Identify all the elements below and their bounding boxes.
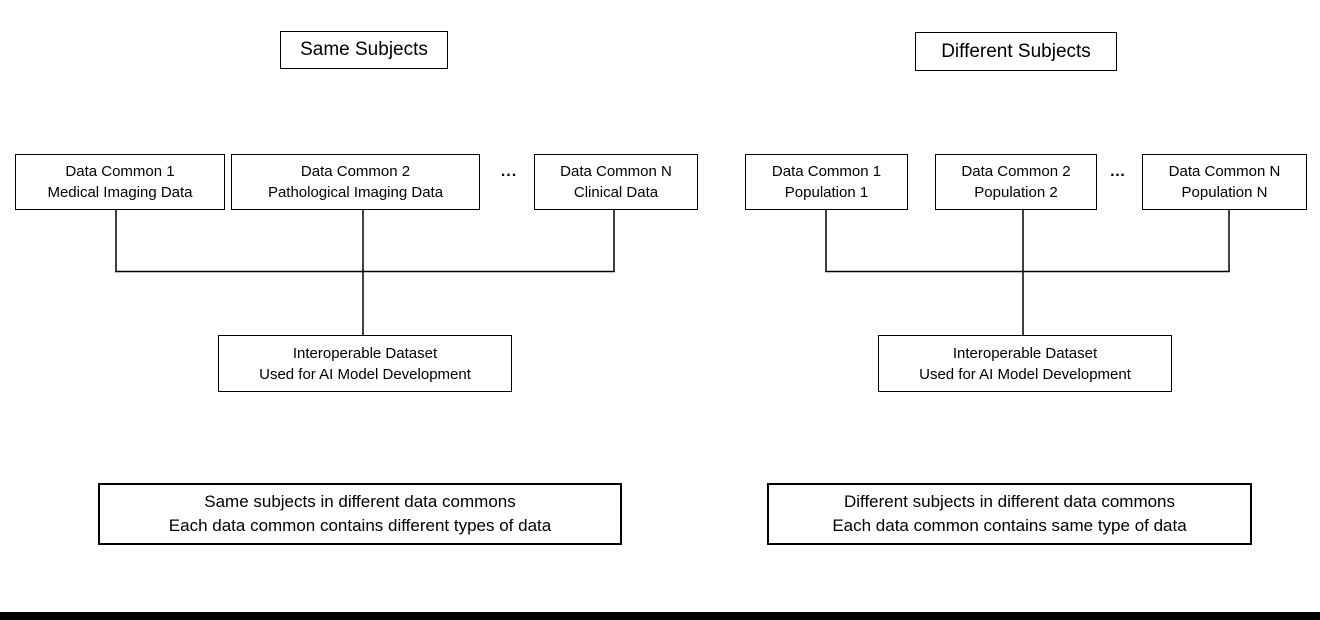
left-data-common-1-box: Data Common 1 Medical Imaging Data: [15, 154, 225, 210]
left-interoperable-line1: Interoperable Dataset: [292, 344, 438, 362]
right-title-box: Different Subjects: [915, 32, 1117, 71]
connector-lines-right: [825, 209, 1230, 335]
right-interoperable-line2: Used for AI Model Development: [919, 365, 1131, 383]
right-data-common-n-name: Data Common N: [1168, 163, 1281, 180]
right-caption-line2: Each data common contains same type of d…: [832, 516, 1187, 535]
right-interoperable-line1: Interoperable Dataset: [952, 344, 1098, 362]
left-data-common-2-box: Data Common 2 Pathological Imaging Data: [231, 154, 480, 210]
left-caption-line1: Same subjects in different data commons: [204, 492, 516, 511]
right-title-label: Different Subjects: [941, 40, 1091, 62]
left-data-common-n-name: Data Common N: [560, 163, 672, 180]
bottom-divider-bar: [0, 612, 1320, 620]
left-data-common-1-name: Data Common 1: [65, 163, 175, 180]
left-title-label: Same Subjects: [300, 39, 428, 60]
right-data-common-2-content: Population 2: [974, 184, 1058, 201]
left-data-common-n-box: Data Common N Clinical Data: [534, 154, 698, 210]
left-caption-box: Same subjects in different data commons …: [98, 483, 622, 545]
left-data-common-2-name: Data Common 2: [300, 163, 411, 180]
right-caption-line1: Different subjects in different data com…: [843, 492, 1176, 511]
left-interoperable-line2: Used for AI Model Development: [259, 365, 471, 383]
left-interoperable-dataset-box: Interoperable Dataset Used for AI Model …: [218, 335, 512, 392]
left-data-common-2-content: Pathological Imaging Data: [267, 184, 444, 201]
left-ellipsis: ...: [500, 163, 518, 180]
right-interoperable-dataset-box: Interoperable Dataset Used for AI Model …: [878, 335, 1172, 392]
left-data-common-1-content: Medical Imaging Data: [47, 184, 193, 201]
connector-lines-left: [115, 209, 615, 335]
right-data-common-n-content: Population N: [1181, 184, 1268, 201]
left-data-common-n-content: Clinical Data: [573, 184, 659, 201]
left-title-box: Same Subjects: [280, 31, 448, 69]
left-caption-line2: Each data common contains different type…: [168, 516, 552, 535]
right-data-common-2-box: Data Common 2 Population 2: [935, 154, 1097, 210]
right-data-common-2-name: Data Common 2: [961, 163, 1071, 180]
right-caption-box: Different subjects in different data com…: [767, 483, 1252, 545]
right-data-common-1-name: Data Common 1: [771, 163, 882, 180]
right-ellipsis: …: [1109, 163, 1127, 180]
right-data-common-n-box: Data Common N Population N: [1142, 154, 1307, 210]
right-data-common-1-content: Population 1: [784, 184, 869, 201]
right-data-common-1-box: Data Common 1 Population 1: [745, 154, 908, 210]
